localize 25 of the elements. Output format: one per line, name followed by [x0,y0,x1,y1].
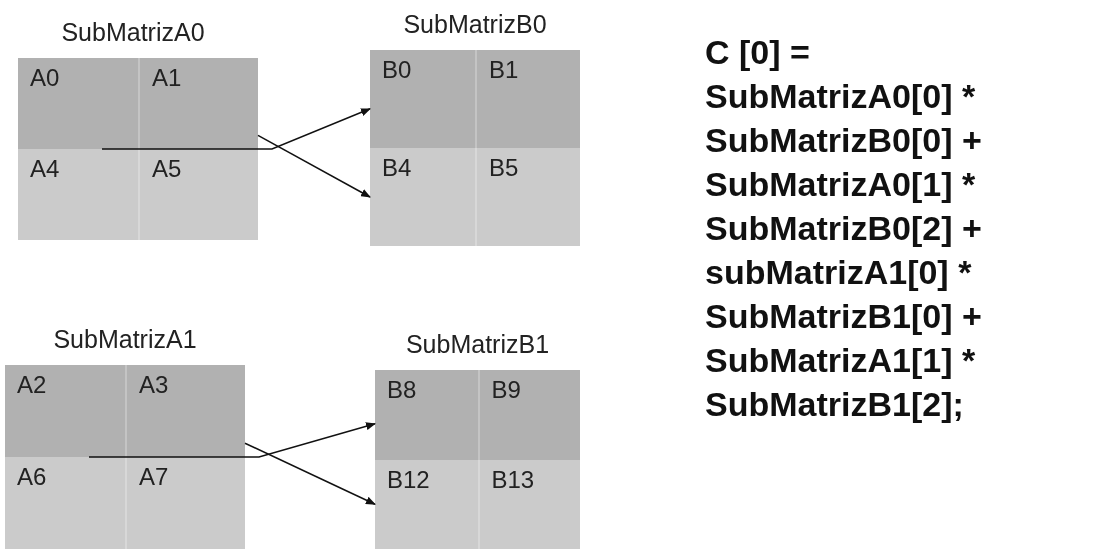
matrix-cell: A6 [5,457,125,549]
formula-text: C [0] = SubMatrizA0[0] * SubMatrizB0[0] + SubMatrizA0[1] * SubMatrizB0[2] + subMatrizA1[0] * SubMatrizB1[0] + SubMatrizA1[1] * SubMatrizB1[2]; [705,32,983,425]
matrix-cell: B13 [477,459,580,549]
matrix-cell: A2 [5,365,125,457]
matrix-cell: B4 [370,148,475,246]
arrow [101,108,371,150]
matrix-cell: B5 [475,148,580,246]
matrix-cell: A5 [138,149,258,240]
matrix-cell: A0 [18,58,138,149]
matrix-cell: A3 [125,365,245,457]
matrix-title: SubMatrizA0 [60,18,206,47]
matrix-cell: B0 [370,50,475,148]
arrow [244,442,376,505]
matrix-cell: B8 [375,370,478,460]
arrow [257,134,371,198]
matrix-cell: A1 [138,58,258,149]
matrix-title: SubMatrizA1 [52,325,198,354]
arrow [88,422,376,458]
matrix-cell: A7 [125,457,245,549]
matrix-cell: B12 [375,459,478,549]
matrix-cell: A4 [18,149,138,240]
matrix-cell: B9 [477,370,580,460]
matrix-title: SubMatrizB0 [402,10,548,39]
matrix-cell: B1 [475,50,580,148]
matrix-title: SubMatrizB1 [404,330,551,359]
